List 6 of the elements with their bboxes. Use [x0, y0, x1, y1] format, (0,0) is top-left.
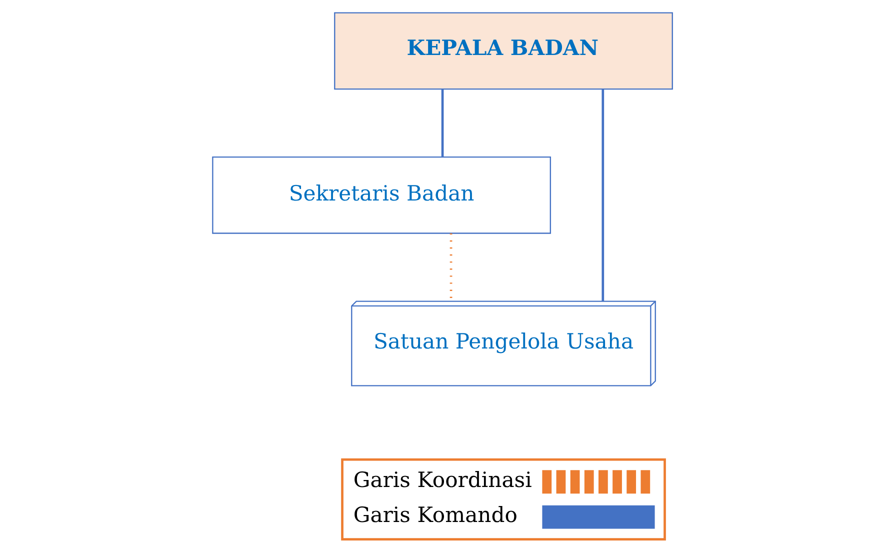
legend-label: Garis Komando	[353, 502, 518, 528]
connector	[441, 89, 444, 157]
node-box: KEPALA BADAN	[334, 12, 673, 90]
connector	[602, 89, 604, 301]
legend-label: Garis Koordinasi	[353, 467, 532, 492]
node-box: Sekretaris Badan	[212, 156, 551, 234]
